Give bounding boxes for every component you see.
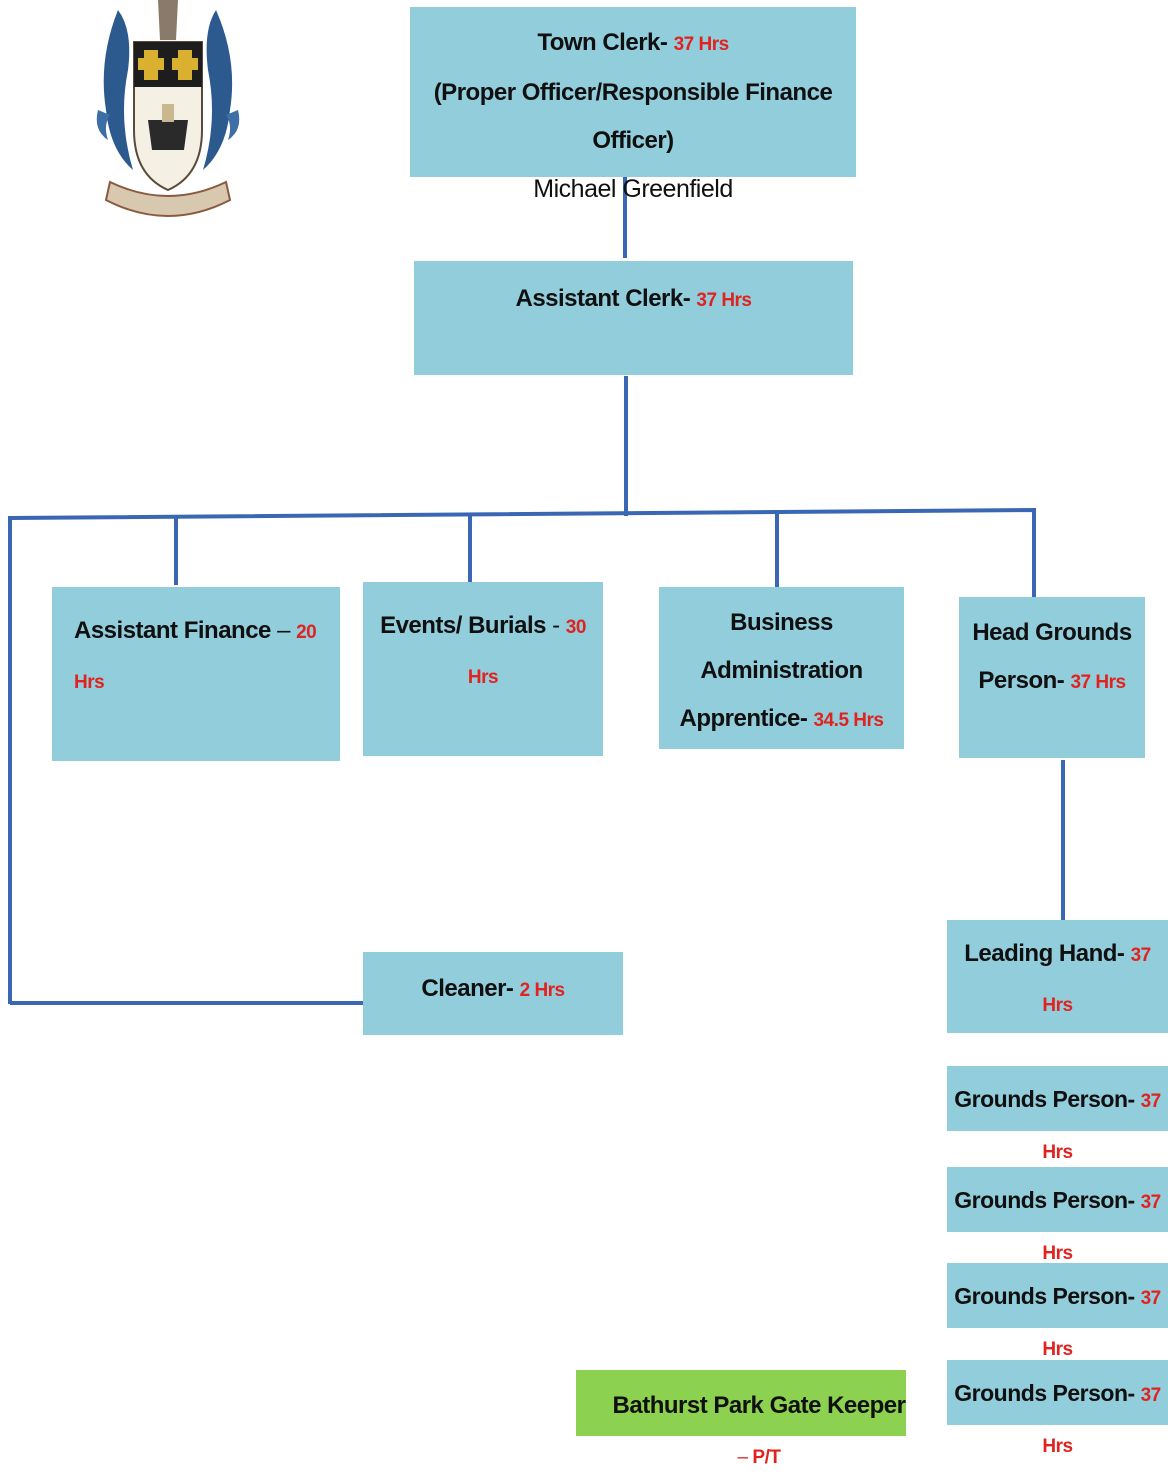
assistant-finance-dash: – xyxy=(270,617,297,644)
town-clerk-name: Michael Greenfield xyxy=(533,175,733,203)
leading-hand-hours: 37 Hrs xyxy=(1042,945,1151,1016)
head-grounds-box: Head Grounds Person- 37 Hrs xyxy=(959,597,1145,758)
leading-hand-box: Leading Hand- 37 Hrs xyxy=(947,920,1168,1033)
grounds-person-title: Grounds Person xyxy=(954,1086,1128,1112)
town-clerk-title: Town Clerk xyxy=(537,29,660,56)
cleaner-box: Cleaner- 2 Hrs xyxy=(363,952,623,1035)
grounds-person-hours: 37 Hrs xyxy=(1042,1288,1161,1360)
head-grounds-hours: 37 Hrs xyxy=(1070,672,1126,693)
assistant-finance-box: Assistant Finance – 20 Hrs xyxy=(52,587,340,761)
gate-keeper-dash: – xyxy=(737,1447,753,1468)
grounds-person-box: Grounds Person- 37 Hrs xyxy=(947,1167,1168,1264)
head-grounds-title-line2-row: Person- 37 Hrs xyxy=(978,667,1126,694)
gate-keeper-hours: P/T xyxy=(752,1447,781,1468)
grounds-person-box: Grounds Person- 37 Hrs xyxy=(947,1360,1168,1457)
grounds-person-box: Grounds Person- 37 Hrs xyxy=(947,1263,1168,1360)
head-grounds-title-line1: Head Grounds xyxy=(972,619,1132,646)
business-admin-hours: 34.5 Hrs xyxy=(813,710,884,731)
business-admin-box: Business Administration Apprentice- 34.5… xyxy=(659,587,904,749)
events-burials-hours: 30 Hrs xyxy=(467,617,587,688)
events-burials-dash: - xyxy=(545,612,566,639)
town-clerk-hours: 37 Hrs xyxy=(673,34,730,55)
grounds-person-hours: 37 Hrs xyxy=(1042,1091,1161,1163)
business-admin-title-line2-row: Apprentice- 34.5 Hrs xyxy=(679,705,884,732)
cleaner-hours: 2 Hrs xyxy=(519,980,566,1001)
assistant-clerk-title: Assistant Clerk xyxy=(515,285,683,312)
gate-keeper-box: Bathurst Park Gate Keeper – P/T xyxy=(576,1370,906,1468)
grounds-person-box: Grounds Person- 37 Hrs xyxy=(947,1066,1168,1163)
town-clerk-box: Town Clerk- 37 Hrs (Proper Officer/Respo… xyxy=(410,7,856,203)
council-crest-icon xyxy=(96,0,240,217)
events-burials-box: Events/ Burials - 30 Hrs xyxy=(363,582,603,756)
assistant-finance-title: Assistant Finance xyxy=(74,617,271,644)
head-grounds-title-line2: Person xyxy=(978,667,1057,694)
town-clerk-role: (Proper Officer/Responsible Finance Offi… xyxy=(433,79,833,154)
events-burials-title: Events/ Burials xyxy=(380,612,546,639)
grounds-person-title: Grounds Person xyxy=(954,1380,1128,1406)
assistant-clerk-box: Assistant Clerk- 37 Hrs xyxy=(414,261,853,375)
grounds-person-hours: 37 Hrs xyxy=(1042,1192,1161,1264)
grounds-person-title: Grounds Person xyxy=(954,1283,1128,1309)
grounds-person-title: Grounds Person xyxy=(954,1187,1128,1213)
business-admin-title-line1: Business Administration xyxy=(700,609,863,684)
cleaner-title: Cleaner xyxy=(421,975,506,1002)
town-clerk-title-line: Town Clerk- 37 Hrs xyxy=(537,29,730,56)
assistant-clerk-hours: 37 Hrs xyxy=(696,290,752,311)
business-admin-title-line2: Apprentice xyxy=(679,705,801,732)
leading-hand-title: Leading Hand xyxy=(964,940,1117,967)
gate-keeper-title: Bathurst Park Gate Keeper xyxy=(612,1392,906,1419)
assistant-finance-hours: 20 Hrs xyxy=(74,622,317,693)
